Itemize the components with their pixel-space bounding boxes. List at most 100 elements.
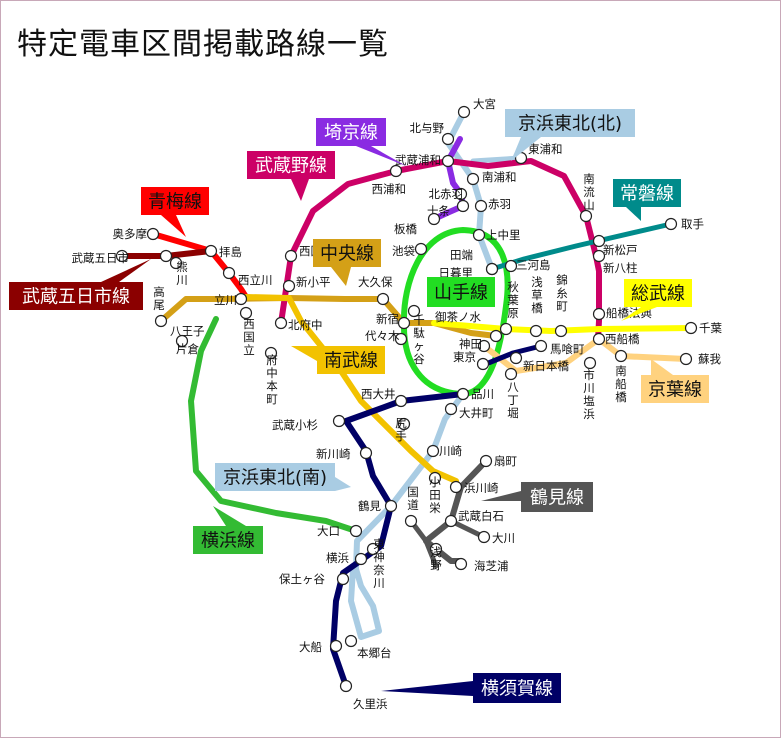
station-musashi_shiraishi[interactable] (444, 514, 458, 528)
station-shin_kodaira[interactable] (282, 279, 296, 293)
line-label-itsukaichi[interactable]: 武蔵五日市線 (9, 259, 151, 310)
station-funabashi_hoten[interactable] (592, 307, 606, 321)
line-label-chuo[interactable]: 中央線 (313, 239, 381, 286)
station-minami_funabashi[interactable] (614, 349, 628, 363)
station-nippori[interactable] (485, 262, 499, 276)
line-label-box (473, 673, 561, 703)
station-ogimachi[interactable] (479, 454, 493, 468)
station-okutama[interactable] (146, 227, 160, 241)
line-label-nambu[interactable]: 南武線 (291, 346, 385, 374)
station-omiya[interactable] (457, 105, 471, 119)
line-label-pointer (511, 137, 541, 161)
station-toride[interactable] (664, 217, 678, 231)
station-asakusabashi[interactable] (529, 324, 543, 338)
station-katakura[interactable] (175, 334, 189, 348)
line-label-box (427, 277, 495, 307)
station-shinjuku[interactable] (397, 316, 411, 330)
line-label-musashino[interactable]: 武蔵野線 (247, 151, 335, 201)
station-umishibaura[interactable] (454, 557, 468, 571)
station-okubo[interactable] (376, 292, 390, 306)
station-haijima[interactable] (204, 244, 218, 258)
station-ichikawa_shiohama[interactable] (583, 356, 597, 370)
station-oimachi[interactable] (444, 402, 458, 416)
line-label-text: 横浜線 (201, 531, 255, 552)
station-jujo[interactable] (456, 199, 470, 213)
station-okawa[interactable] (477, 530, 491, 544)
station-hongodai[interactable] (344, 634, 358, 648)
station-shin_matsudo[interactable] (592, 234, 606, 248)
line-label-tsurumi[interactable]: 鶴見線 (481, 482, 593, 512)
station-tachikawa[interactable] (234, 292, 248, 306)
station-chiba[interactable] (684, 321, 698, 335)
station-minami_nagareyama[interactable] (579, 209, 593, 223)
route-tsurumi-16 (448, 518, 487, 540)
station-nishi_kokubunji[interactable] (284, 249, 298, 263)
station-nishi_funabashi[interactable] (592, 332, 606, 346)
station-yoyogi[interactable] (394, 332, 408, 346)
station-hodogaya[interactable] (336, 572, 350, 586)
line-label-saikyo[interactable]: 埼京線 (316, 118, 406, 166)
station-tsurumi[interactable] (384, 499, 398, 513)
station-nishi_oi[interactable] (394, 394, 408, 408)
station-kurihama[interactable] (339, 679, 353, 693)
station-hama_kawasaki[interactable] (449, 480, 463, 494)
station-ochanomizu[interactable] (489, 329, 503, 343)
station-kokudo[interactable] (404, 514, 418, 528)
station-hachioji[interactable] (154, 314, 168, 328)
station-soga[interactable] (679, 352, 693, 366)
station-label-ikebukuro: 池袋 (392, 244, 415, 258)
station-mikawashima[interactable] (504, 259, 518, 273)
station-minami_urawa[interactable] (466, 172, 480, 186)
station-akihabara[interactable] (499, 322, 513, 336)
station-akabane[interactable] (474, 199, 488, 213)
line-label-yokosuka[interactable]: 横須賀線 (381, 673, 561, 703)
station-nishi_kunitachi[interactable] (239, 306, 253, 320)
station-kinshicho[interactable] (554, 324, 568, 338)
line-label-kt_north[interactable]: 京浜東北(北) (505, 109, 635, 161)
line-label-text: 南武線 (324, 351, 378, 372)
station-itabashi[interactable] (427, 212, 441, 226)
station-kumagawa[interactable] (169, 256, 183, 270)
line-label-pointer (161, 215, 186, 237)
station-label-minami_urawa: 南浦和 (482, 170, 517, 184)
station-yokohama[interactable] (354, 552, 368, 566)
station-kita_fuchu[interactable] (274, 316, 288, 330)
line-label-ome[interactable]: 青梅線 (141, 187, 209, 237)
station-shiriya[interactable] (397, 417, 411, 431)
station-higashi_kanagawa[interactable] (366, 542, 380, 556)
line-label-keiyo[interactable]: 京葉線 (641, 359, 709, 403)
station-asano[interactable] (429, 542, 443, 556)
line-label-sobu[interactable]: 総武線 (621, 279, 692, 321)
line-label-yokohama[interactable]: 横浜線 (193, 506, 263, 554)
station-label-okutama: 奥多摩 (113, 227, 148, 241)
station-tokyo[interactable] (476, 357, 490, 371)
station-ikebukuro[interactable] (414, 242, 428, 256)
station-kita_akabane[interactable] (454, 187, 468, 201)
station-musashi_itsukaichi[interactable] (115, 249, 129, 263)
line-label-yamanote[interactable]: 山手線 (427, 277, 495, 307)
station-shin_yahashira[interactable] (592, 249, 606, 263)
station-musashi_kosugi[interactable] (332, 414, 346, 428)
station-label-nippori: 日暮里 (439, 266, 474, 280)
station-shin_kawasaki[interactable] (359, 446, 373, 460)
station-shin_nihombashi[interactable] (509, 351, 523, 365)
station-ofuna[interactable] (329, 639, 343, 653)
station-hatchobori[interactable] (504, 367, 518, 381)
station-musashi_urawa[interactable] (441, 154, 455, 168)
station-nishi_urawa[interactable] (389, 164, 403, 178)
station-nishi_tachikawa[interactable] (222, 266, 236, 280)
station-kanda[interactable] (477, 339, 491, 353)
station-kawasaki[interactable] (426, 444, 440, 458)
station-fuchu_hommachi[interactable] (264, 346, 278, 360)
station-odasakae[interactable] (428, 471, 442, 485)
line-label-text: 総武線 (631, 284, 685, 305)
line-label-kt_south[interactable]: 京浜東北(南) (215, 463, 351, 491)
station-sendagaya[interactable] (407, 304, 421, 318)
station-kitayono[interactable] (441, 132, 455, 146)
station-bakuro[interactable] (534, 339, 548, 353)
line-label-joban[interactable]: 常磐線 (613, 179, 681, 221)
station-kaminakazato[interactable] (472, 228, 486, 242)
station-shinagawa[interactable] (456, 387, 470, 401)
station-oguchi[interactable] (349, 524, 363, 538)
station-takao[interactable] (159, 249, 173, 263)
